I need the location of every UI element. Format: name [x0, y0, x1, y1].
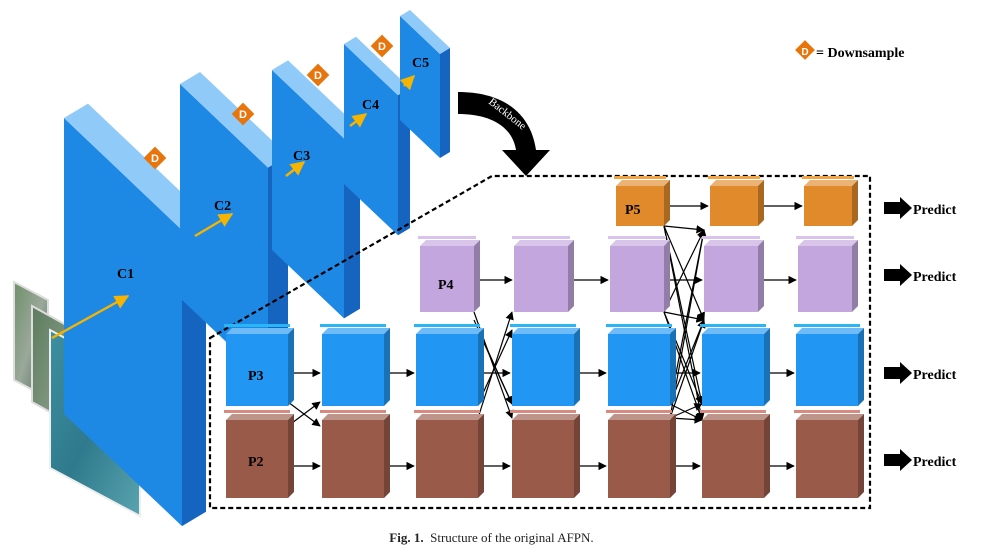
p3-block-2: [320, 324, 390, 406]
p4-block-2: [512, 236, 574, 312]
legend: D = Downsample: [795, 40, 904, 61]
p5-block-1: [614, 176, 670, 226]
predict-p3: Predict: [884, 362, 957, 384]
svg-text:D: D: [378, 41, 386, 53]
predict-label-p3: Predict: [913, 368, 957, 383]
downsample-icon-2: D: [231, 102, 255, 126]
p3-block-7: [794, 324, 864, 406]
predict-label-p2: Predict: [913, 455, 957, 470]
fusion-13: [669, 319, 706, 419]
p3-block-5: [606, 324, 676, 406]
p4-block-3: [608, 236, 670, 312]
caption-text: Structure of the original AFPN.: [430, 530, 594, 545]
backbone-blocks: [64, 10, 450, 527]
label-c5: C5: [412, 56, 429, 71]
p5-block-2: [708, 176, 764, 226]
predict-label-p4: Predict: [913, 270, 957, 285]
svg-text:D: D: [239, 109, 247, 121]
backbone-arrow: Backbone: [458, 92, 550, 176]
backbone-labels: C1 C2 C3 C4 C5: [117, 56, 429, 282]
feature-arrow-5: [399, 74, 416, 91]
label-c2: C2: [214, 199, 231, 214]
p2-block-4: [510, 410, 580, 498]
predict-p2: Predict: [884, 449, 957, 471]
svg-text:D: D: [314, 70, 322, 82]
p2-block-6: [700, 410, 770, 498]
pyramid-labels: P2 P3 P4 P5: [248, 203, 641, 470]
feature-arrow-2: [194, 212, 234, 238]
legend-text: = Downsample: [816, 46, 904, 61]
downsample-icon-4: D: [370, 34, 394, 58]
feature-arrow-4: [349, 113, 368, 128]
label-p5: P5: [625, 203, 641, 218]
fusion-6: [663, 311, 705, 323]
feature-arrow-3: [285, 161, 306, 177]
svg-text:D: D: [151, 153, 159, 165]
afpn-region: [208, 174, 872, 510]
p2-block-5: [606, 410, 676, 498]
p3-block-1: [224, 324, 294, 406]
label-p2: P2: [248, 455, 264, 470]
afpn-diagram: D D D D C1 C2 C3 C4 C5 D = Downsample Backb…: [13, 10, 957, 527]
backbone-stage-5: [400, 10, 450, 158]
p3-block-6: [700, 324, 770, 406]
p2-block-7: [794, 410, 864, 498]
p4-block-5: [796, 236, 858, 312]
feature-arrow-1: [51, 294, 130, 340]
predict-outputs: Predict Predict Predict Predict: [884, 197, 957, 471]
label-p3: P3: [248, 369, 264, 384]
downsample-icon-3: D: [306, 63, 330, 87]
backbone-arrows: [51, 74, 416, 340]
p2-block-3: [414, 410, 484, 498]
predict-p5: Predict: [884, 197, 957, 219]
label-c1: C1: [117, 267, 134, 282]
fusion-2: [663, 225, 705, 321]
label-c4: C4: [362, 98, 379, 113]
fusion-5: [663, 229, 705, 313]
p2-block-1: [224, 410, 294, 498]
p4-block-1: [418, 236, 480, 312]
p2-block-2: [320, 410, 390, 498]
label-c3: C3: [293, 149, 310, 164]
fusion-1: [663, 225, 705, 234]
p3-block-4: [510, 324, 580, 406]
predict-label-p5: Predict: [913, 203, 957, 218]
pyramid-blocks: [224, 176, 864, 498]
figure-caption: Fig. 1. Structure of the original AFPN.: [0, 530, 983, 546]
predict-p4: Predict: [884, 264, 957, 286]
fusion-7: [663, 311, 703, 405]
label-p4: P4: [438, 278, 454, 293]
caption-label: Fig. 1.: [389, 530, 424, 545]
p3-block-3: [414, 324, 484, 406]
legend-symbol: D: [801, 47, 808, 58]
p4-block-4: [702, 236, 764, 312]
p5-block-3: [802, 176, 858, 226]
